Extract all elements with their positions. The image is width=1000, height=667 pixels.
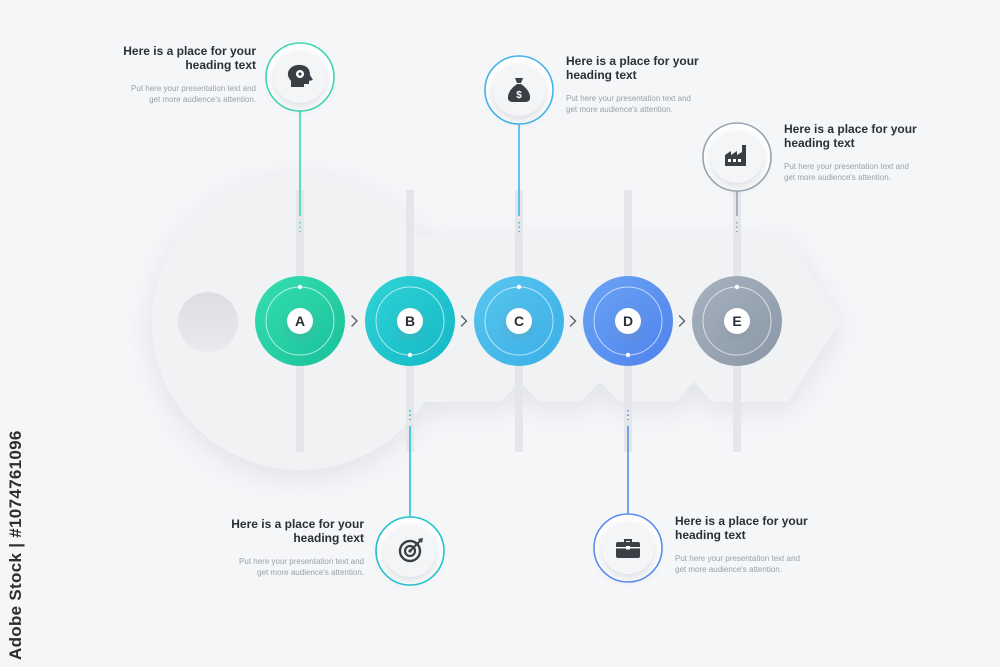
steps: A B C D E [255, 276, 782, 366]
heading-a: Here is a place for your heading text [123, 44, 256, 72]
letter-badge [506, 308, 532, 334]
body-b: Put here your presentation text and get … [239, 557, 364, 577]
step-letter: E [732, 313, 741, 329]
info-block-d: Here is a place for your heading text Pu… [675, 514, 845, 575]
icon-circles: $ [265, 42, 772, 586]
svg-text:$: $ [516, 90, 522, 101]
step-b: B [365, 276, 455, 366]
step-c: C [474, 276, 564, 366]
info-block-b: Here is a place for your heading text Pu… [194, 517, 364, 578]
step-arrows [351, 315, 686, 327]
heading-d: Here is a place for your heading text [675, 514, 808, 542]
step-a: A [255, 276, 345, 366]
orbit-dot [297, 284, 303, 290]
letter-badge [724, 308, 750, 334]
key-hole [178, 292, 238, 352]
heading-e: Here is a place for your heading text [784, 122, 917, 150]
step-arrow [460, 315, 468, 327]
step-arrow [678, 315, 686, 327]
orbit-dot [625, 352, 631, 358]
connectors [299, 111, 738, 517]
factory-icon [725, 145, 746, 166]
icon-circle-e [702, 122, 772, 192]
icon-circle-c: $ [484, 55, 554, 125]
step-letter: A [295, 313, 305, 329]
step-e: E [692, 276, 782, 366]
body-a: Put here your presentation text and get … [131, 84, 256, 104]
orbit-dot [734, 284, 740, 290]
step-d: D [583, 276, 673, 366]
body-c: Put here your presentation text and get … [566, 94, 691, 114]
body-e: Put here your presentation text and get … [784, 162, 909, 182]
orbit-dot [516, 284, 522, 290]
target-icon [398, 538, 423, 563]
briefcase-icon [616, 539, 640, 558]
step-letter: B [405, 313, 415, 329]
step-letter: D [623, 313, 633, 329]
orbit-dot [407, 352, 413, 358]
body-d: Put here your presentation text and get … [675, 554, 800, 574]
heading-c: Here is a place for your heading text [566, 54, 699, 82]
step-arrow [569, 315, 577, 327]
icon-circle-d [593, 513, 663, 583]
info-block-a: Here is a place for your heading text Pu… [86, 44, 256, 105]
heading-b: Here is a place for your heading text [231, 517, 364, 545]
info-block-c: Here is a place for your heading text Pu… [566, 54, 736, 115]
watermark-text: Adobe Stock | #1074761096 [6, 430, 25, 660]
step-arrow [351, 315, 358, 327]
info-block-e: Here is a place for your heading text Pu… [784, 122, 954, 183]
icon-circle-a [265, 42, 335, 112]
letter-badge [615, 308, 641, 334]
icon-circle-b [375, 516, 445, 586]
letter-badge [287, 308, 313, 334]
head-gear-icon [287, 64, 313, 87]
letter-badge [397, 308, 423, 334]
money-bag-icon: $ [507, 78, 531, 102]
stock-watermark: Adobe Stock | #1074761096 [4, 420, 30, 660]
step-letter: C [514, 313, 524, 329]
